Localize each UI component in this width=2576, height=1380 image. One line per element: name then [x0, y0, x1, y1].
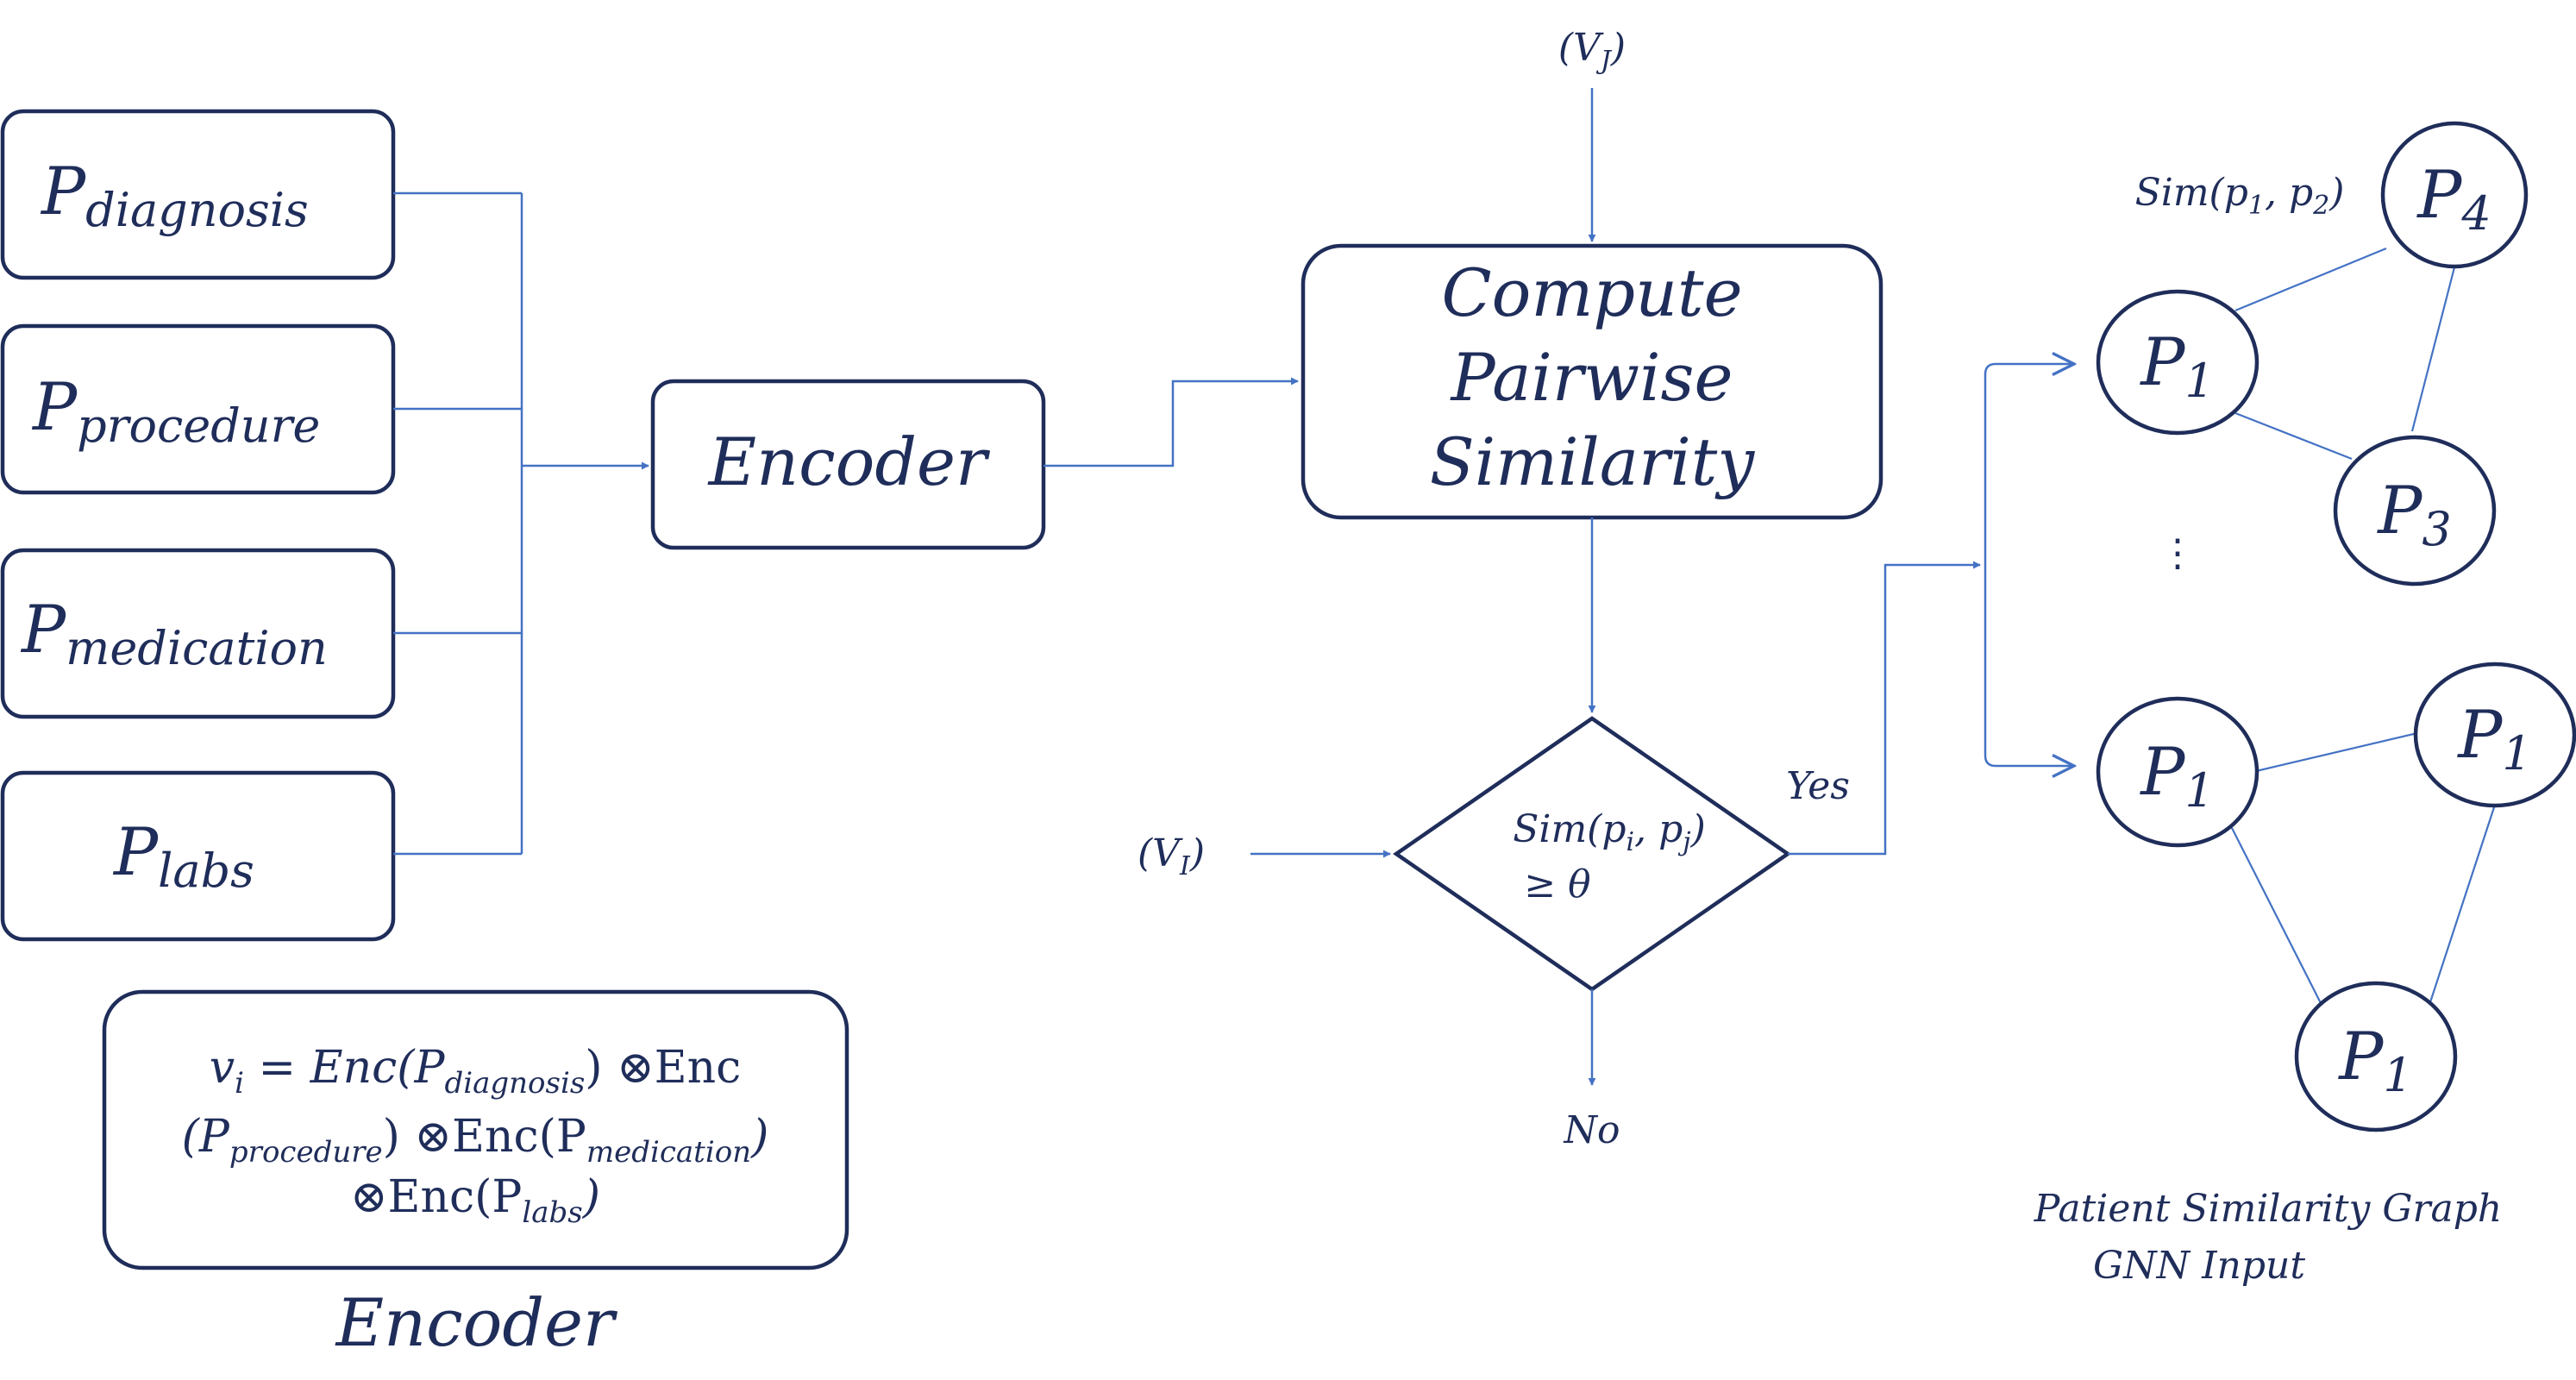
- input-label-diagnosis: Pdiagnosis: [40, 153, 309, 237]
- graph1-node-p4: P4: [2380, 121, 2529, 269]
- formula-caption: Encoder: [335, 1284, 618, 1361]
- input-box-labs: Plabs: [0, 770, 396, 942]
- fork-to-graph1-arrow: [1984, 364, 2074, 565]
- encoder-label: Encoder: [707, 423, 991, 500]
- vj-label: (VJ): [1558, 26, 1626, 76]
- svg-text:P1: P1: [2139, 733, 2215, 818]
- formula-line2: (Pprocedure) ⊗Enc(Pmedication): [182, 1111, 769, 1170]
- input-box-procedure: Pprocedure: [0, 323, 396, 495]
- encoder-box: Encoder: [650, 379, 1046, 550]
- compute-label-line3: Similarity: [1430, 423, 1756, 500]
- yes-arrow: [1788, 561, 1981, 856]
- input-bus-connectors: [393, 191, 649, 856]
- svg-text:P3: P3: [2376, 472, 2452, 556]
- input-box-diagnosis: Pdiagnosis: [0, 109, 396, 280]
- decision-threshold-label: ≥ θ: [1524, 862, 1590, 906]
- fork-to-graph2-arrow: [1984, 565, 2074, 766]
- graph2-node-bottom: P1: [2294, 981, 2458, 1132]
- input-label-medication: Pmedication: [20, 591, 328, 675]
- graph2-node-left: P1: [2096, 696, 2259, 848]
- graph2-edge-right-bottom: [2428, 804, 2497, 1006]
- graph1-edge-p1-p3: [2234, 411, 2353, 461]
- input-box-medication: Pmedication: [0, 548, 396, 719]
- graph-caption-line2: GNN Input: [2093, 1244, 2305, 1288]
- graph1-edge-p1-p4: [2234, 247, 2387, 312]
- svg-text:P1: P1: [2456, 696, 2532, 781]
- vi-label: (VI): [1138, 831, 1205, 881]
- graph1-node-p3: P3: [2333, 435, 2497, 586]
- encoder-to-compute-arrow: [1044, 377, 1299, 467]
- formula-line1: vi = Enc(Pdiagnosis) ⊗Enc: [210, 1042, 742, 1101]
- compute-label-line2: Pairwise: [1449, 339, 1733, 416]
- graph-ellipsis: ⋮: [2159, 531, 2197, 575]
- input-label-labs: Plabs: [112, 813, 254, 898]
- no-label: No: [1564, 1108, 1620, 1152]
- svg-text:P1: P1: [2337, 1018, 2413, 1102]
- graph1-edge-weight-label: Sim(p1, p2): [2135, 171, 2345, 221]
- graph-caption-line1: Patient Similarity Graph: [2034, 1187, 2503, 1231]
- decision-sim-label: Sim(pi, pj): [1513, 807, 1706, 857]
- graph2-edge-left-bottom: [2231, 827, 2322, 1006]
- threshold-decision: Sim(pi, pj) ≥ θ: [1393, 716, 1791, 992]
- encoder-formula-box: vi = Enc(Pdiagnosis) ⊗Enc (Pprocedure) ⊗…: [102, 989, 849, 1270]
- graph1-edge-p4-p3: [2410, 267, 2456, 432]
- compute-label-line1: Compute: [1441, 254, 1742, 331]
- similarity-graph-1: P4 P1 P3 Sim(p1, p2): [2096, 121, 2529, 586]
- svg-text:P1: P1: [2139, 323, 2215, 408]
- yes-label: Yes: [1786, 764, 1850, 808]
- graph1-node-p1: P1: [2096, 289, 2259, 436]
- formula-line3: ⊗Enc(Plabs): [350, 1171, 600, 1230]
- graph2-edge-left-right: [2255, 731, 2418, 773]
- svg-text:P4: P4: [2416, 156, 2491, 241]
- graph2-node-right: P1: [2413, 662, 2576, 808]
- input-label-procedure: Pprocedure: [31, 368, 320, 453]
- compute-similarity-box: Compute Pairwise Similarity: [1301, 243, 1883, 520]
- similarity-graph-2: P1 P1 P1: [2096, 662, 2576, 1132]
